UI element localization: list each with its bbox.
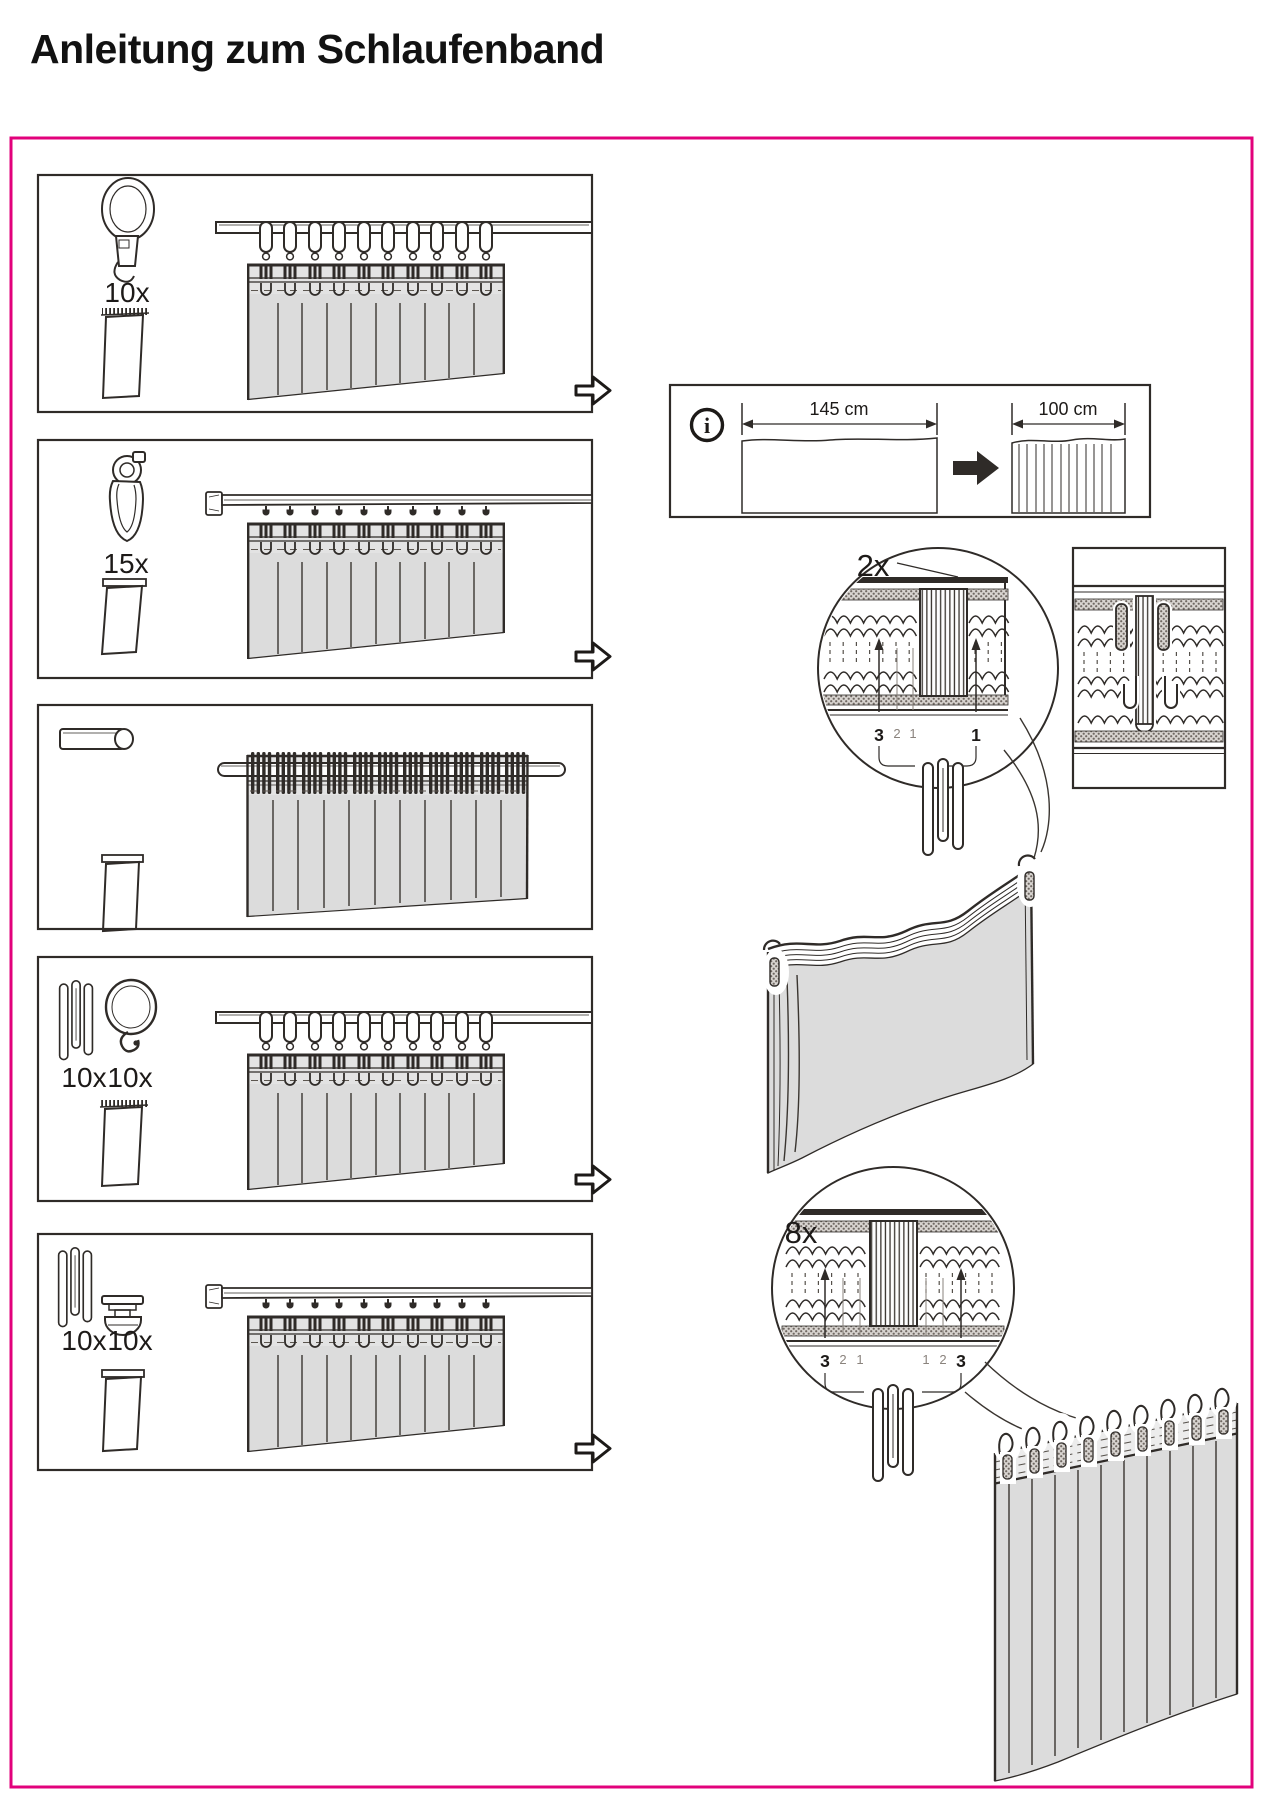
flat-width-label: 145 cm bbox=[809, 399, 868, 419]
hook-in-curtain-right bbox=[1017, 854, 1043, 907]
transform-arrow-icon bbox=[953, 451, 999, 485]
mark-2: 2 bbox=[893, 726, 900, 741]
info-icon: i bbox=[689, 407, 725, 443]
gathered-curtain-illustration bbox=[762, 854, 1043, 1175]
rod-icon bbox=[59, 728, 134, 750]
step-5-box: 10x 10x bbox=[36, 1232, 594, 1472]
mark-2-right: 2 bbox=[939, 1352, 946, 1367]
svg-text:i: i bbox=[704, 413, 710, 438]
ring-with-hook-icon bbox=[104, 978, 158, 1053]
hook-in-curtain-left bbox=[762, 939, 789, 995]
step-1-count-label: 10x bbox=[104, 277, 149, 308]
mark-1-right: 1 bbox=[922, 1352, 929, 1367]
mark-1-right: 1 bbox=[971, 725, 981, 745]
finished-curtain-illustration bbox=[993, 1380, 1239, 1782]
step-2-box: 15x bbox=[36, 438, 594, 680]
curtain-on-rail-illustration bbox=[205, 1284, 593, 1454]
mark-3: 3 bbox=[874, 725, 884, 745]
step-5-count-label-1: 10x bbox=[61, 1325, 106, 1356]
step-3-box bbox=[36, 703, 594, 933]
step-2-count-label: 15x bbox=[103, 548, 148, 579]
curtain-on-rod-illustration bbox=[215, 1011, 593, 1192]
pleat-hook-icon bbox=[58, 980, 94, 1061]
flat-fabric-diagram: 145 cm bbox=[741, 399, 938, 514]
step-4-count-label-1: 10x bbox=[61, 1062, 106, 1093]
mark-1-left: 1 bbox=[856, 1352, 863, 1367]
hook-through-loops-detail-box bbox=[1071, 546, 1227, 790]
ring-clamp-icon bbox=[101, 177, 155, 283]
gathered-fabric-diagram: 100 cm bbox=[1011, 399, 1126, 514]
loop-hooks-row bbox=[993, 1380, 1237, 1484]
detail-2x-count: 2x bbox=[857, 548, 890, 583]
next-step-arrow-icon bbox=[574, 375, 612, 406]
step-1-box: 10x bbox=[36, 173, 594, 414]
detail-circle-2x: 3 2 1 1 2x bbox=[817, 547, 1059, 859]
gathered-width-label: 100 cm bbox=[1038, 399, 1097, 419]
fabric-piece-icon bbox=[101, 1369, 145, 1453]
mark-2-left: 2 bbox=[839, 1352, 846, 1367]
standing-loops bbox=[1113, 601, 1172, 653]
next-step-arrow-icon bbox=[574, 641, 612, 672]
mark-3-left: 3 bbox=[820, 1351, 830, 1371]
step-4-count-label-2: 10x bbox=[107, 1062, 152, 1093]
pleat-hook-icon bbox=[922, 758, 964, 856]
fabric-piece-icon bbox=[101, 854, 144, 933]
curtain-loops-on-rod-illustration bbox=[217, 752, 566, 918]
pleat-hook-icon bbox=[872, 1384, 914, 1482]
step-5-count-label-2: 10x bbox=[107, 1325, 152, 1356]
fabric-piece-icon bbox=[100, 308, 150, 400]
pink-frame bbox=[9, 136, 1254, 1789]
step-4-box: 10x 10x bbox=[36, 955, 594, 1203]
fabric-piece-icon bbox=[99, 1100, 149, 1188]
detail-circle-8x: 3 2 1 1 2 3 8x bbox=[771, 1166, 1153, 1482]
curtain-on-rod-illustration bbox=[215, 221, 593, 402]
mark-3-right: 3 bbox=[956, 1351, 966, 1371]
page-title: Anleitung zum Schlaufenband bbox=[30, 26, 605, 72]
detail-8x-count: 8x bbox=[785, 1215, 818, 1250]
next-step-arrow-icon bbox=[574, 1164, 612, 1195]
pleat-hook-icon bbox=[57, 1246, 93, 1328]
curtain-on-rail-illustration bbox=[205, 491, 593, 661]
roller-glider-icon bbox=[108, 451, 146, 543]
info-box: i 145 cm 100 cm bbox=[668, 383, 1152, 519]
fabric-piece-icon bbox=[100, 578, 147, 656]
next-step-arrow-icon bbox=[574, 1433, 612, 1464]
hook-shaft bbox=[1121, 593, 1180, 733]
glider-slider-icon bbox=[101, 1295, 144, 1336]
mark-1: 1 bbox=[909, 726, 916, 741]
